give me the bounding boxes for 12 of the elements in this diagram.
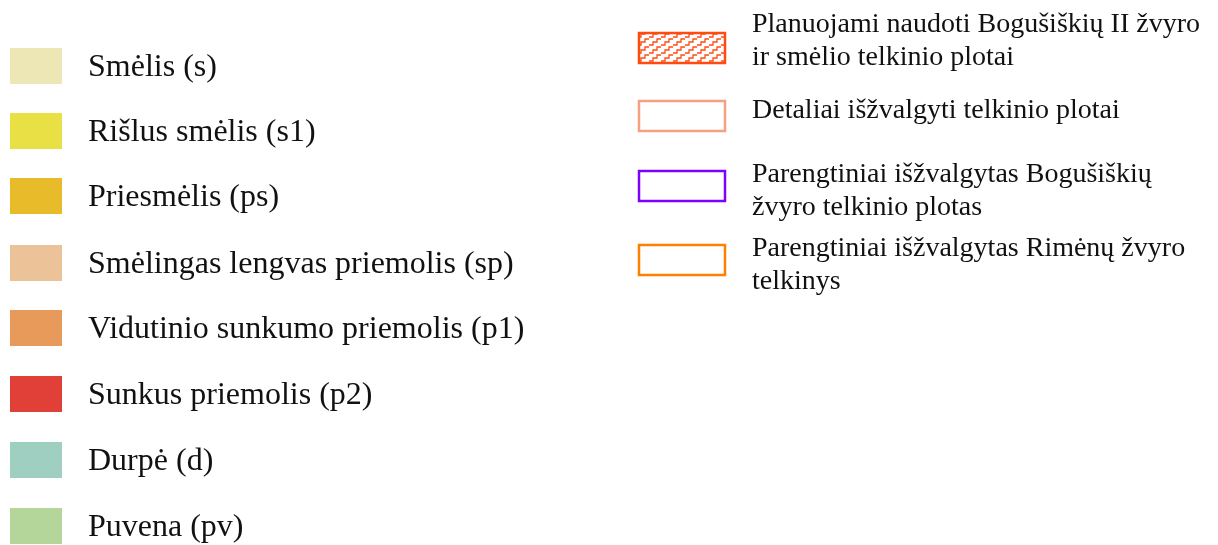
legend-label: Parengtiniai išžvalgytas Rimėnų žvyro telkinys bbox=[752, 230, 1187, 296]
legend-label: Planuojami naudoti Bogušiškių II žvyro ir smėlio telkinio plotai bbox=[752, 6, 1201, 72]
legend-label: Puvena (pv) bbox=[88, 507, 244, 543]
legend-label: Sunkus priemolis (p2) bbox=[88, 375, 373, 411]
legend-label: Durpė (d) bbox=[88, 441, 214, 477]
legend-label: Smėlis (s) bbox=[88, 47, 217, 83]
legend-label: Rišlus smėlis (s1) bbox=[88, 112, 316, 148]
legend-label: Smėlingas lengvas priemolis (sp) bbox=[88, 244, 514, 280]
legend-label: Parengtiniai išžvalgytas Bogušiškių žvyro telkinio plotas bbox=[752, 156, 1153, 222]
legend-label: Detaliai išžvalgyti telkinio plotai bbox=[752, 92, 1121, 125]
legend-label: Priesmėlis (ps) bbox=[88, 177, 280, 213]
legend-label: Vidutinio sunkumo priemolis (p1) bbox=[88, 309, 525, 345]
